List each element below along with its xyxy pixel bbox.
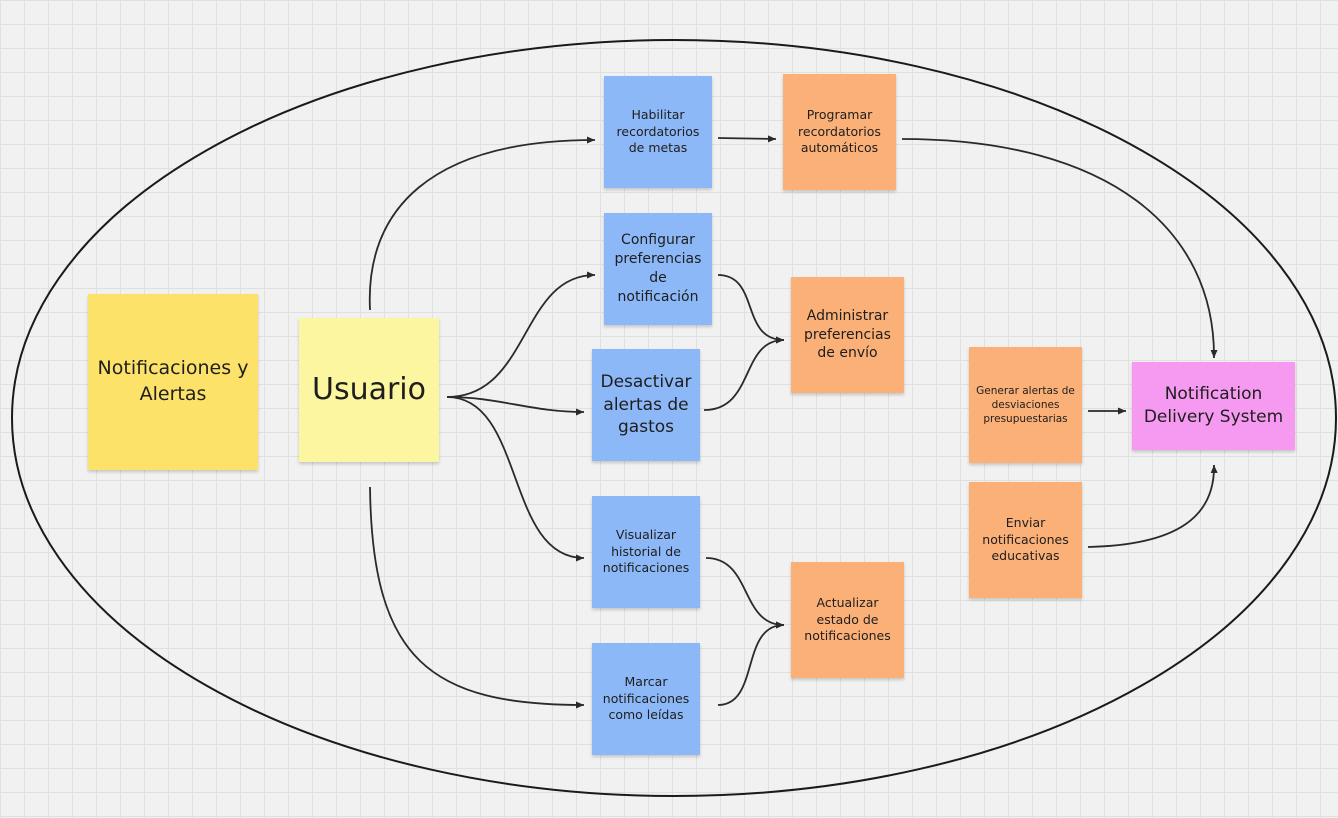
sticky-title[interactable]: Notificaciones y Alertas	[88, 294, 258, 470]
sticky-enviar[interactable]: Enviar notificaciones educativas	[969, 482, 1082, 598]
sticky-generar[interactable]: Generar alertas de desviaciones presupue…	[969, 347, 1082, 463]
sticky-administrar-text: Administrar preferencias de envío	[804, 307, 891, 362]
system-boundary-ellipse	[11, 39, 1337, 797]
sticky-marcar[interactable]: Marcar notificaciones como leídas	[592, 643, 700, 755]
sticky-actor-text: Usuario	[311, 371, 426, 407]
connector-habilitar-programar	[717, 135, 777, 143]
sticky-configurar[interactable]: Configurar preferencias de notificación	[604, 213, 712, 325]
connector-enviar-system	[1087, 464, 1218, 548]
sticky-system-text: Notification Delivery System	[1143, 384, 1284, 427]
sticky-visualizar[interactable]: Visualizar historial de notificaciones	[592, 496, 700, 608]
connector-visualizar-actualizar	[705, 557, 785, 629]
connector-marcar-actualizar	[717, 621, 785, 706]
sticky-generar-text: Generar alertas de desviaciones presupue…	[976, 384, 1075, 426]
sticky-habilitar[interactable]: Habilitar recordatorios de metas	[604, 76, 712, 188]
sticky-system[interactable]: Notification Delivery System	[1132, 362, 1295, 450]
connector-actor-marcar	[369, 486, 585, 709]
connector-desactivar-administrar	[703, 336, 785, 411]
connector-actor-habilitar	[368, 136, 596, 311]
sticky-actualizar[interactable]: Actualizar estado de notificaciones	[791, 562, 904, 678]
sticky-actualizar-text: Actualizar estado de notificaciones	[804, 594, 891, 644]
sticky-desactivar[interactable]: Desactivar alertas de gastos	[592, 349, 700, 461]
connector-programar-system	[901, 138, 1218, 359]
sticky-visualizar-text: Visualizar historial de notificaciones	[602, 526, 690, 576]
sticky-habilitar-text: Habilitar recordatorios de metas	[616, 106, 700, 156]
connector-actor-desactivar	[446, 396, 585, 416]
sticky-desactivar-text: Desactivar alertas de gastos	[600, 371, 692, 438]
sticky-configurar-text: Configurar preferencias de notificación	[614, 232, 702, 305]
sticky-actor[interactable]: Usuario	[299, 318, 439, 462]
sticky-administrar[interactable]: Administrar preferencias de envío	[791, 277, 904, 393]
connector-actor-configurar	[446, 271, 596, 398]
connector-configurar-administrar	[717, 274, 785, 344]
sticky-programar-text: Programar recordatorios automáticos	[798, 106, 881, 156]
sticky-enviar-text: Enviar notificaciones educativas	[982, 514, 1069, 564]
sticky-marcar-text: Marcar notificaciones como leídas	[602, 673, 690, 723]
sticky-title-text: Notificaciones y Alertas	[97, 357, 249, 405]
connector-actor-visualizar	[446, 396, 585, 562]
sticky-programar[interactable]: Programar recordatorios automáticos	[783, 74, 896, 190]
